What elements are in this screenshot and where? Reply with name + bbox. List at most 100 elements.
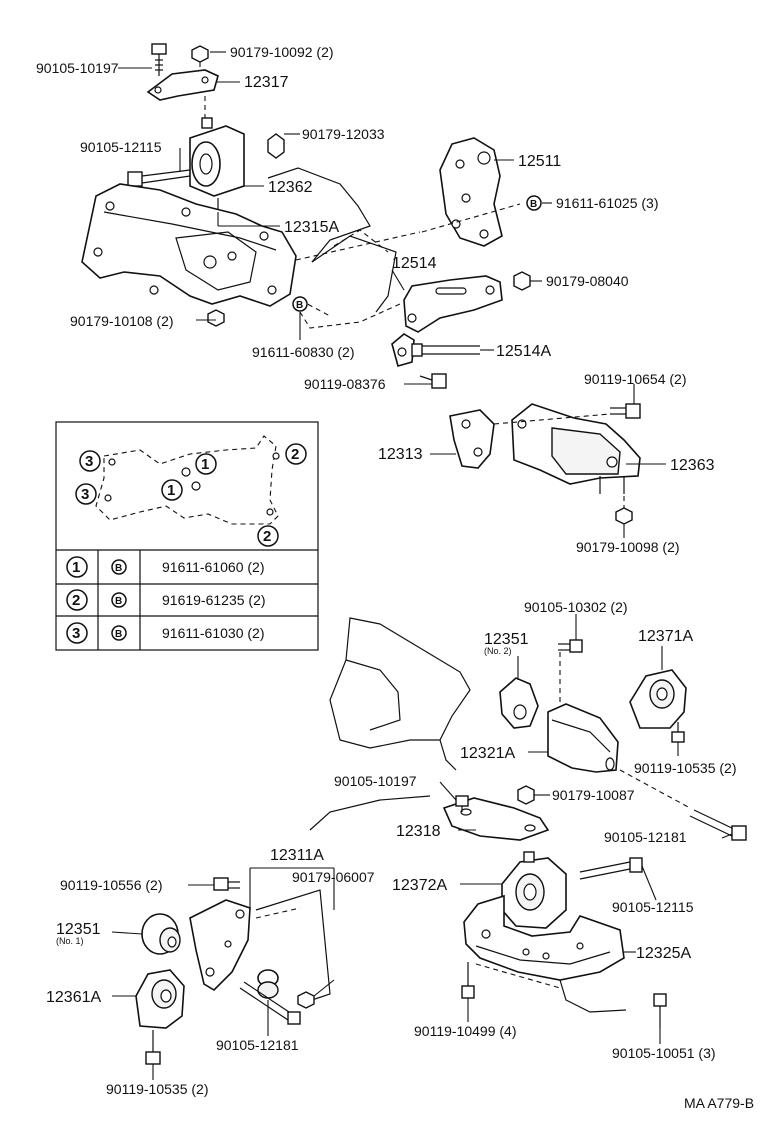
label-90119-08376: 90119-08376 — [304, 376, 386, 392]
b-marker-91611-60830: B — [292, 296, 308, 312]
label-12511: 12511 — [518, 153, 561, 170]
bolt-90105-10302 — [558, 639, 583, 653]
label-12371A: 12371A — [638, 628, 693, 645]
legend-callout-3a: 3 — [79, 450, 101, 472]
label-12351-no2: 12351 — [484, 631, 529, 648]
nut-90179-10098 — [615, 496, 633, 525]
label-91611-60830: 91611-60830 (2) — [252, 344, 354, 360]
label-90119-10535-bot: 90119-10535 (2) — [106, 1081, 208, 1097]
label-90179-12033: 90179-12033 — [302, 126, 385, 142]
mount-12362 — [189, 117, 245, 212]
svg-text:1: 1 — [72, 559, 80, 576]
bracket-12321A — [547, 703, 619, 773]
label-90119-10654: 90119-10654 (2) — [584, 371, 686, 387]
engine-outline-top — [267, 167, 371, 263]
nut-90179-10087 — [517, 785, 535, 805]
bolt-90119-10499 — [461, 962, 475, 999]
svg-text:91619-61235 (2): 91619-61235 (2) — [162, 592, 266, 608]
label-90119-10499: 90119-10499 (4) — [414, 1023, 516, 1039]
label-90179-08040: 90179-08040 — [546, 273, 629, 289]
svg-text:3: 3 — [81, 486, 89, 503]
svg-text:1: 1 — [167, 482, 175, 499]
svg-text:B: B — [115, 596, 122, 607]
label-90105-12115-top: 90105-12115 — [80, 139, 162, 155]
svg-text:B: B — [115, 563, 122, 574]
legend-outline — [95, 435, 279, 525]
label-12351-no1-sub: (No. 1) — [56, 936, 84, 946]
label-12317: 12317 — [244, 74, 289, 91]
bracket-12514 — [403, 275, 503, 333]
svg-text:3: 3 — [85, 453, 93, 470]
svg-text:B: B — [115, 629, 122, 640]
label-90105-10051: 90105-10051 (3) — [612, 1045, 716, 1061]
label-12351-no2-sub: (No. 2) — [484, 646, 512, 656]
label-91611-61025: 91611-61025 (3) — [556, 195, 658, 211]
label-90179-10087: 90179-10087 — [552, 787, 635, 803]
bolt-90105-10051 — [653, 993, 667, 1028]
label-90105-12181-bot: 90105-12181 — [216, 1037, 299, 1053]
label-90105-10197-top: 90105-10197 — [36, 60, 119, 76]
nut-90179-10092 — [191, 45, 209, 78]
legend-row-1: 1 B 91611-61060 (2) — [66, 556, 264, 578]
label-90119-10556: 90119-10556 (2) — [60, 877, 162, 893]
crossmember-12325A — [463, 894, 625, 981]
bracket-12514A — [391, 333, 480, 367]
bolt-90105-10197-top — [151, 43, 167, 76]
b-marker-91611-61025: B — [526, 195, 542, 211]
svg-text:91611-61060 (2): 91611-61060 (2) — [162, 559, 264, 575]
label-12311A: 12311A — [270, 847, 324, 864]
label-90179-10092: 90179-10092 (2) — [230, 44, 334, 60]
nut-90179-06007 — [297, 991, 315, 1009]
label-12362: 12362 — [268, 179, 313, 196]
svg-text:2: 2 — [291, 446, 299, 463]
svg-text:1: 1 — [201, 456, 209, 473]
bolt-90105-12181-bot — [239, 981, 301, 1025]
bolt-90119-10535-right — [671, 722, 685, 743]
label-12361A: 12361A — [46, 989, 101, 1006]
label-12321A: 12321A — [460, 745, 515, 762]
label-12315A: 12315A — [284, 219, 339, 236]
bracket-12317 — [146, 69, 219, 101]
bolt-90105-12115-bot — [579, 857, 643, 880]
bolt-90105-12181-right — [689, 809, 747, 841]
spacer-12311A — [257, 969, 279, 999]
leader-lines — [111, 51, 733, 1080]
label-90105-12181-right: 90105-12181 — [604, 829, 687, 845]
svg-text:2: 2 — [263, 528, 271, 545]
bracket-12313 — [449, 409, 495, 469]
mount-12372A — [501, 851, 567, 929]
legend-row-2: 2 B 91619-61235 (2) — [66, 589, 266, 611]
legend-callout-1a: 1 — [195, 453, 217, 475]
legend-callout-2a: 2 — [285, 443, 307, 465]
label-90105-10302: 90105-10302 (2) — [524, 599, 628, 615]
insulator-12361A — [135, 969, 185, 1029]
label-90105-10197-mid: 90105-10197 — [334, 773, 417, 789]
bracket-12511 — [439, 137, 503, 247]
label-12363: 12363 — [670, 457, 715, 474]
bolt-90119-10535-bot — [145, 1030, 161, 1065]
label-90105-12115-bot: 90105-12115 — [612, 899, 694, 915]
label-12372A: 12372A — [392, 877, 447, 894]
label-12351-no1: 12351 — [56, 921, 101, 938]
svg-text:2: 2 — [72, 592, 80, 609]
svg-text:3: 3 — [72, 625, 80, 642]
label-90119-10535-right: 90119-10535 (2) — [634, 760, 736, 776]
legend-callout-2b: 2 — [257, 525, 279, 547]
bolt-90105-10197-mid — [455, 795, 469, 812]
legend-callout-3b: 3 — [75, 483, 97, 505]
nut-90179-10108 — [207, 309, 225, 327]
label-12514A: 12514A — [496, 343, 551, 360]
label-12514: 12514 — [392, 255, 437, 272]
legend-box: 3 1 2 3 1 2 1 B 91611-61060 (2) — [55, 421, 319, 651]
svg-text:B: B — [296, 300, 303, 311]
label-12313: 12313 — [378, 446, 423, 463]
transmission-outline — [329, 617, 471, 749]
insulator-12371A — [629, 669, 687, 729]
legend-callout-1b: 1 — [161, 479, 183, 501]
label-12318: 12318 — [396, 823, 441, 840]
label-12325A: 12325A — [636, 945, 691, 962]
bolt-90119-10654 — [610, 403, 641, 419]
bolt-90105-12115-top — [127, 169, 191, 187]
legend-row-3: 3 B 91611-61030 (2) — [66, 622, 264, 644]
